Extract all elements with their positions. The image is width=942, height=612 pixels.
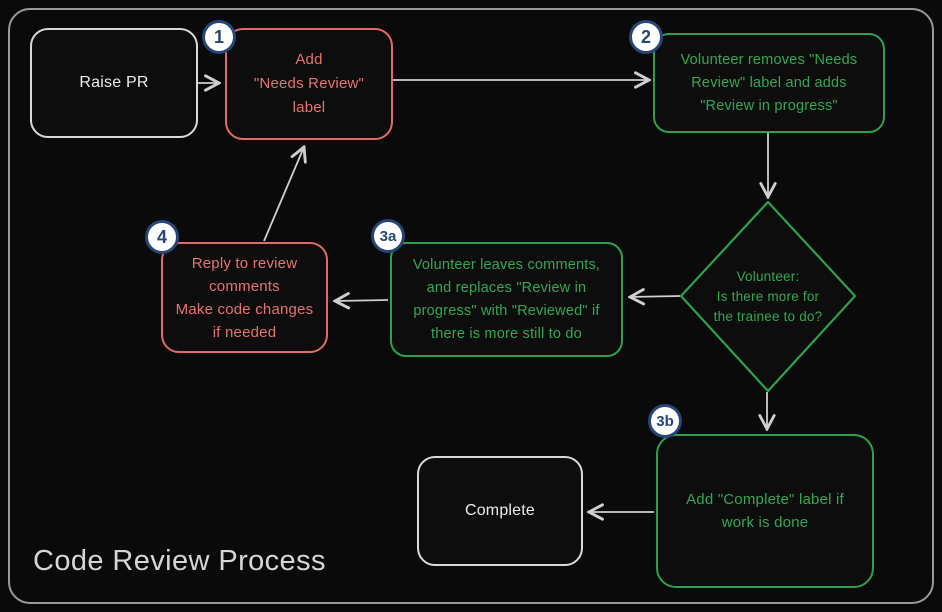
slide-frame: [8, 8, 934, 604]
step-badge-2: 2: [629, 20, 663, 54]
step-badge-3b: 3b: [648, 404, 682, 438]
step-badge-4: 4: [145, 220, 179, 254]
step-badge-1: 1: [202, 20, 236, 54]
node-reply-to-review-comments: Reply to review comments Make code chang…: [161, 242, 328, 353]
step-badge-3a: 3a: [371, 219, 405, 253]
node-complete: Complete: [417, 456, 583, 566]
node-add-complete-label: Add "Complete" label if work is done: [656, 434, 874, 588]
node-raise-pr: Raise PR: [30, 28, 198, 138]
node-add-needs-review-label: Add "Needs Review" label: [225, 28, 393, 140]
node-decision-text: Volunteer: Is there more for the trainee…: [713, 268, 823, 324]
diagram-title: Code Review Process: [33, 545, 326, 577]
node-volunteer-removes-label: Volunteer removes "Needs Review" label a…: [653, 33, 885, 133]
node-volunteer-leaves-comments: Volunteer leaves comments, and replaces …: [390, 242, 623, 357]
